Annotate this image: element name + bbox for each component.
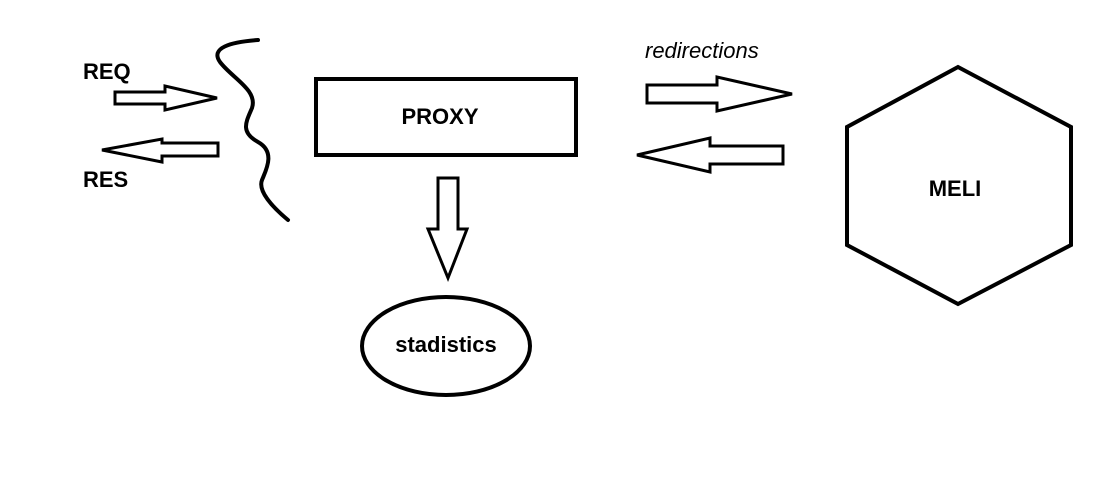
return-arrow	[636, 136, 785, 174]
stats-label: stadistics	[395, 332, 497, 357]
stats-arrow	[425, 176, 470, 283]
meli-label: MELI	[929, 176, 982, 201]
proxy-box	[314, 77, 578, 157]
req-label: REQ	[83, 59, 131, 84]
response-arrow	[101, 137, 220, 164]
request-arrow	[113, 84, 218, 112]
meli-hexagon	[845, 64, 1073, 307]
stats-ellipse	[360, 295, 532, 397]
redirections-label: redirections	[645, 38, 759, 63]
proxy-label: PROXY	[401, 104, 478, 129]
res-label: RES	[83, 167, 128, 192]
network-boundary-curve	[215, 38, 290, 222]
redirect-arrow	[645, 75, 793, 113]
